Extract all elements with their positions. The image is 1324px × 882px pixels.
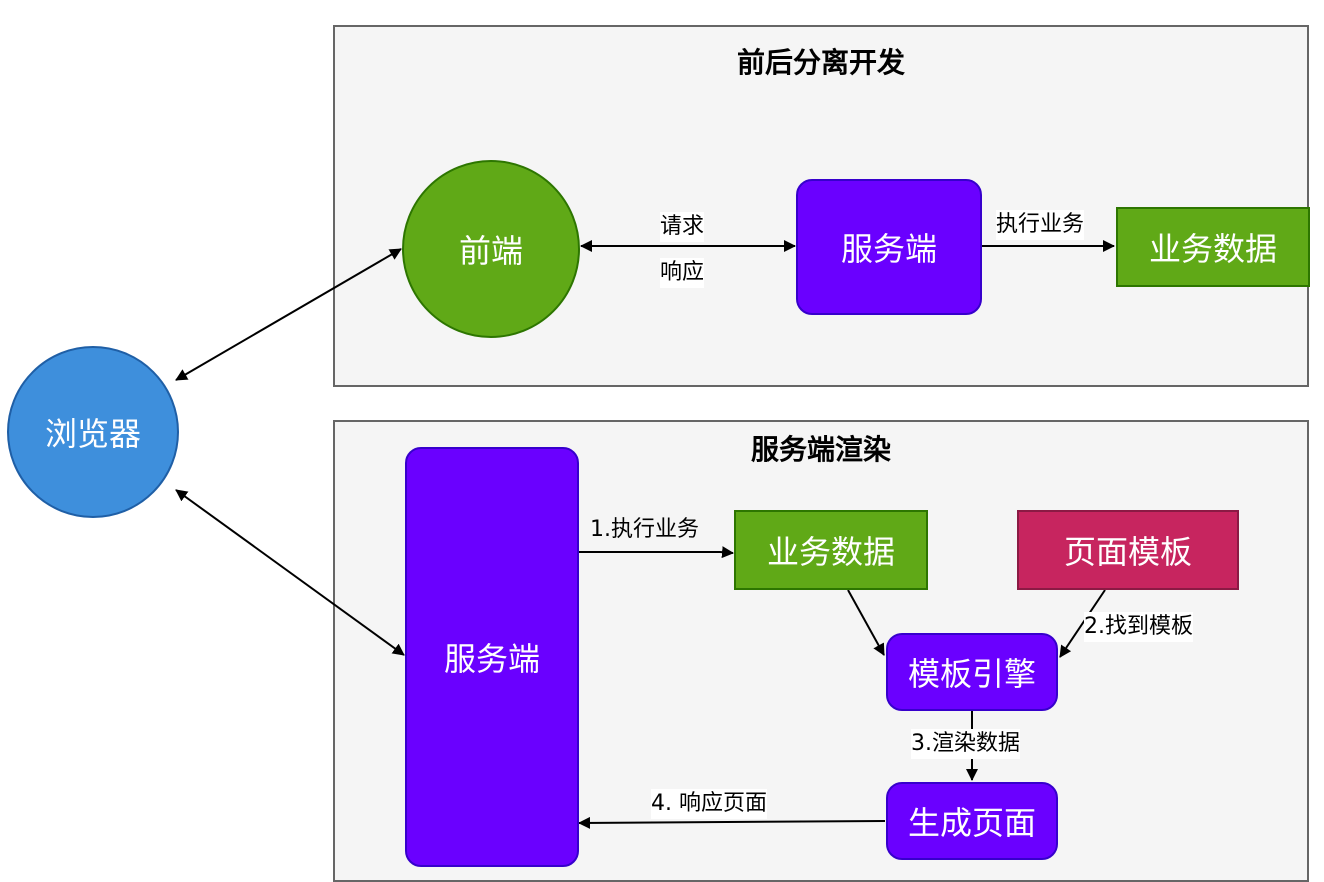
biz-data-node-top: 业务数据 — [1116, 207, 1310, 287]
label-request: 请求 — [660, 212, 705, 242]
server-node-bottom: 服务端 — [405, 447, 579, 867]
generate-page-node: 生成页面 — [886, 782, 1058, 860]
label-response: 响应 — [660, 258, 705, 288]
frontend-node: 前端 — [402, 160, 580, 338]
panel-title-ssr: 服务端渲染 — [750, 433, 891, 466]
browser-node: 浏览器 — [7, 346, 179, 518]
server-node-top: 服务端 — [796, 179, 982, 315]
label-step3: 3.渲染数据 — [911, 729, 1020, 759]
label-step1: 1.执行业务 — [590, 517, 699, 542]
page-template-node: 页面模板 — [1017, 510, 1239, 590]
edge-bizdata-engine — [847, 589, 885, 656]
edge-step4 — [578, 816, 886, 829]
template-engine-node: 模板引擎 — [886, 633, 1058, 711]
panel-title-separation: 前后分离开发 — [736, 46, 905, 79]
label-step4: 4. 响应页面 — [651, 789, 767, 819]
biz-data-node-bottom: 业务数据 — [734, 510, 928, 590]
edge-step1 — [578, 546, 734, 559]
edge-browser-frontend — [175, 248, 402, 381]
edge-browser-server — [175, 489, 405, 656]
label-exec-biz-top: 执行业务 — [996, 210, 1085, 240]
edge-step2 — [1059, 589, 1106, 658]
label-step2: 2.找到模板 — [1084, 612, 1193, 642]
